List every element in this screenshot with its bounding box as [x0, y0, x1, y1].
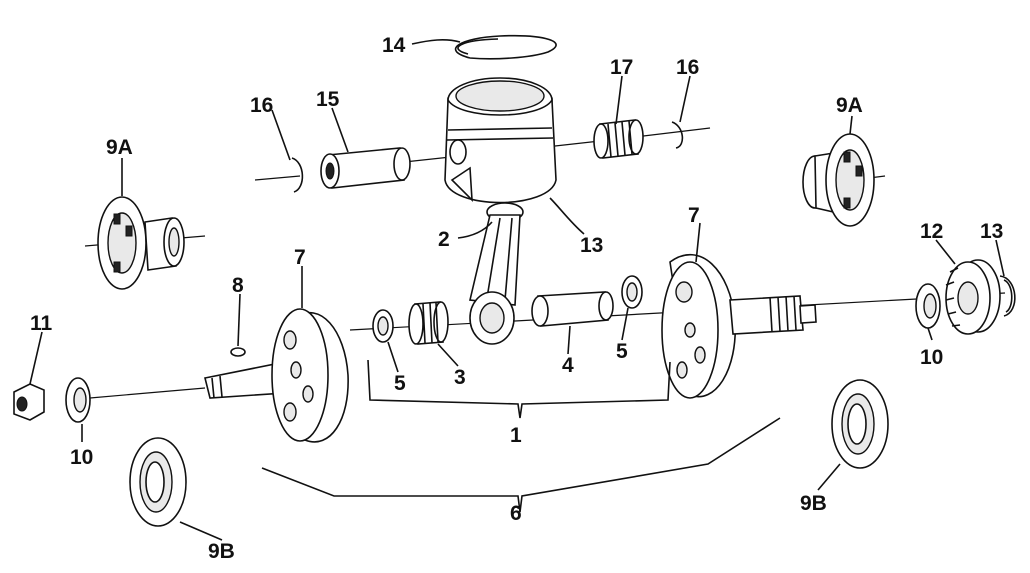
retaining-clip	[999, 275, 1016, 317]
label-16-right: 16	[676, 56, 699, 79]
label-5-right: 5	[616, 340, 628, 363]
group-brackets	[261, 359, 781, 513]
part-labels: 14 15 16 17 16 9A 9A 2 13 7 12 13 7 8 11…	[30, 34, 1003, 563]
piston	[444, 77, 557, 204]
label-9b-right: 9B	[800, 492, 827, 515]
label-4: 4	[562, 354, 574, 377]
circlip-right	[671, 121, 684, 149]
label-17: 17	[610, 56, 633, 79]
primary-gear	[945, 259, 1001, 335]
piston-ring	[454, 34, 557, 60]
spacer-left	[65, 377, 91, 423]
leader-lines	[29, 39, 1005, 541]
crank-web-left	[204, 308, 349, 443]
label-9a-right: 9A	[836, 94, 863, 117]
label-8: 8	[232, 274, 244, 297]
label-5-left: 5	[394, 372, 406, 395]
label-11: 11	[30, 312, 53, 335]
label-7-left: 7	[294, 246, 306, 269]
crank-web-right	[661, 253, 817, 399]
crank-pin	[531, 291, 614, 327]
label-14: 14	[382, 34, 406, 57]
main-bearing-9a-right	[802, 133, 875, 227]
piston-pin	[320, 147, 411, 189]
label-9b-left: 9B	[208, 540, 235, 563]
big-end-bearing	[408, 301, 449, 345]
main-bearing-9b-right	[831, 379, 889, 469]
label-9a-left: 9A	[106, 136, 133, 159]
label-6: 6	[510, 502, 522, 525]
label-10-left: 10	[70, 446, 93, 469]
circlip-left	[291, 157, 304, 193]
label-12: 12	[920, 220, 943, 243]
label-15: 15	[316, 88, 340, 111]
small-end-bearing	[593, 119, 644, 159]
label-1: 1	[510, 424, 522, 447]
label-2: 2	[438, 228, 450, 251]
label-7-right: 7	[688, 204, 700, 227]
main-bearing-9b-left	[129, 437, 187, 527]
label-3: 3	[454, 366, 466, 389]
connecting-rod	[469, 202, 524, 345]
label-16-left: 16	[250, 94, 273, 117]
spacer-right	[915, 283, 941, 329]
crank-nut	[13, 383, 45, 421]
thrust-washer-right	[621, 275, 643, 309]
woodruff-key	[230, 347, 246, 357]
main-bearing-9a-left	[97, 196, 185, 290]
label-13-clip: 13	[980, 220, 1003, 243]
label-10-right: 10	[920, 346, 943, 369]
thrust-washer-left	[372, 309, 394, 343]
label-13-piston: 13	[580, 234, 603, 257]
